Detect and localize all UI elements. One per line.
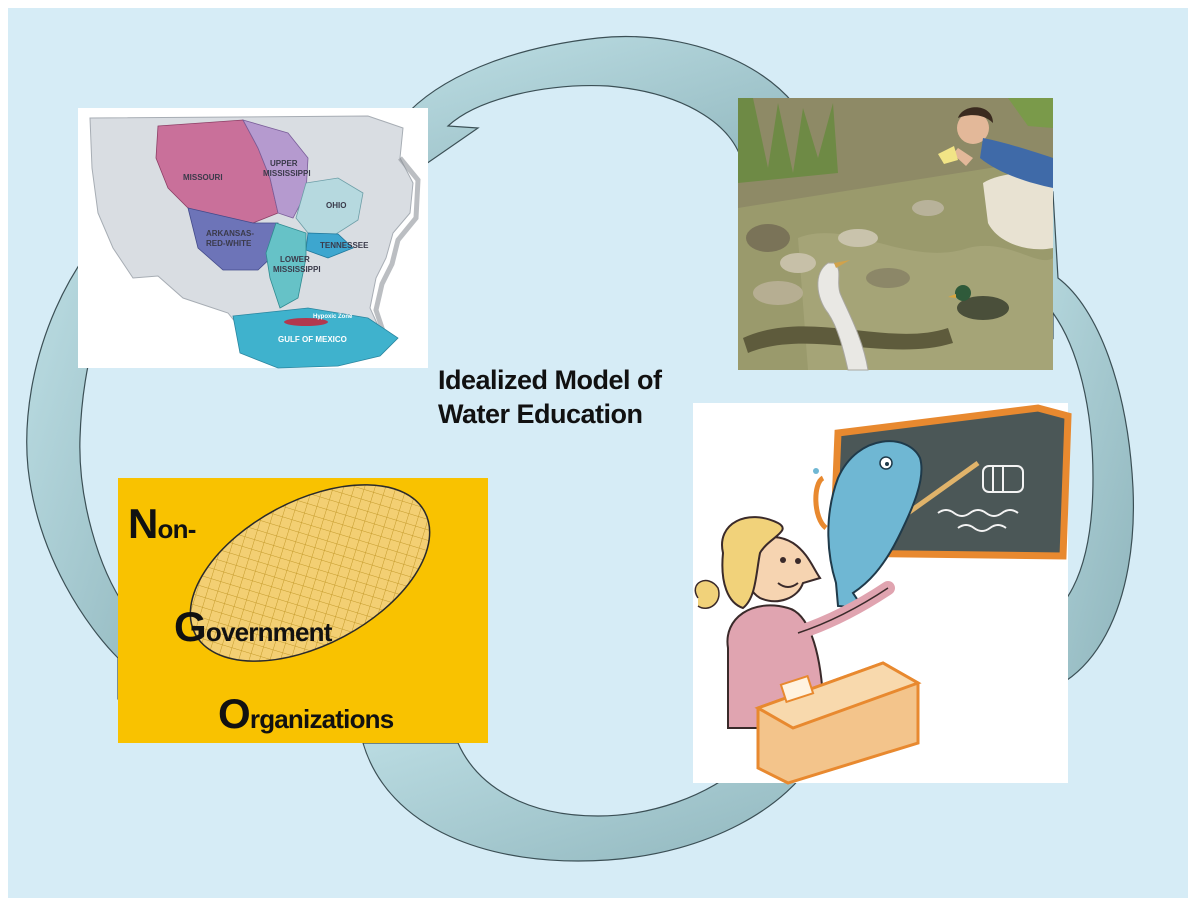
hypoxic-zone-area: [284, 318, 328, 326]
map-label-ohio: OHIO: [326, 201, 346, 210]
ngo-ellipse: [189, 484, 431, 662]
gulf-of-mexico: [232, 307, 399, 369]
map-label-missouri: MISSOURI: [183, 173, 223, 182]
duck: [957, 296, 1009, 320]
diagram-title: Idealized Model of Water Education: [438, 363, 738, 431]
lower-mississippi-basin: [265, 222, 307, 309]
ngo-rest-government: overnment: [205, 617, 333, 647]
heron: [817, 262, 869, 371]
cycle-diagram: MISSOURI UPPER MISSISSIPPI OHIO ARKANSAS…: [26, 35, 1135, 862]
ngo-word-organizations: Organizations: [218, 690, 394, 738]
map-label-lower-2: MISSISSIPPI: [273, 265, 321, 274]
title-line-1: Idealized Model of: [438, 365, 662, 395]
map-label-arkansas-1: ARKANSAS-: [206, 229, 254, 238]
ngo-word-non: Non-: [128, 500, 196, 548]
ohio-basin: [295, 177, 364, 237]
right-cycle-arrow: [1002, 190, 1135, 699]
pointer-stick: [906, 460, 980, 516]
coastline-shadow: [373, 156, 421, 335]
ngo-rest-non: on-: [157, 514, 197, 544]
boy-head: [957, 112, 989, 144]
map-label-arkansas-2: RED-WHITE: [206, 239, 252, 248]
diagram-canvas: MISSOURI UPPER MISSISSIPPI OHIO ARKANSAS…: [8, 8, 1188, 898]
map-label-tennessee: TENNESSEE: [320, 241, 369, 250]
paper-boat: [938, 146, 958, 164]
map-label-hypoxic-zone: Hypoxic Zone: [313, 314, 353, 320]
upper-mississippi-basin: [242, 119, 309, 219]
teacher-illustration: [693, 403, 1072, 785]
ngo-text-block: Non- Government Organizations: [118, 478, 488, 743]
map-label-upper-1: UPPER: [270, 159, 298, 168]
title-line-2: Water Education: [438, 399, 643, 429]
ngo-cap-n: N: [128, 500, 158, 547]
map-label-gulf: GULF OF MEXICO: [278, 335, 347, 344]
boy-shirt: [980, 138, 1053, 188]
fish: [827, 440, 923, 610]
ngo-word-government: Government: [174, 603, 332, 651]
ngo-cap-g: G: [174, 603, 207, 650]
ngo-cap-o: O: [218, 690, 251, 737]
river-nature-illustration: [738, 98, 1053, 371]
ngo-rest-organizations: rganizations: [249, 704, 394, 734]
mississippi-watershed-map: MISSOURI UPPER MISSISSIPPI OHIO ARKANSAS…: [78, 108, 428, 369]
map-label-upper-2: MISSISSIPPI: [263, 169, 311, 178]
teacher-hair: [721, 516, 784, 610]
map-label-lower-1: LOWER: [280, 255, 310, 264]
